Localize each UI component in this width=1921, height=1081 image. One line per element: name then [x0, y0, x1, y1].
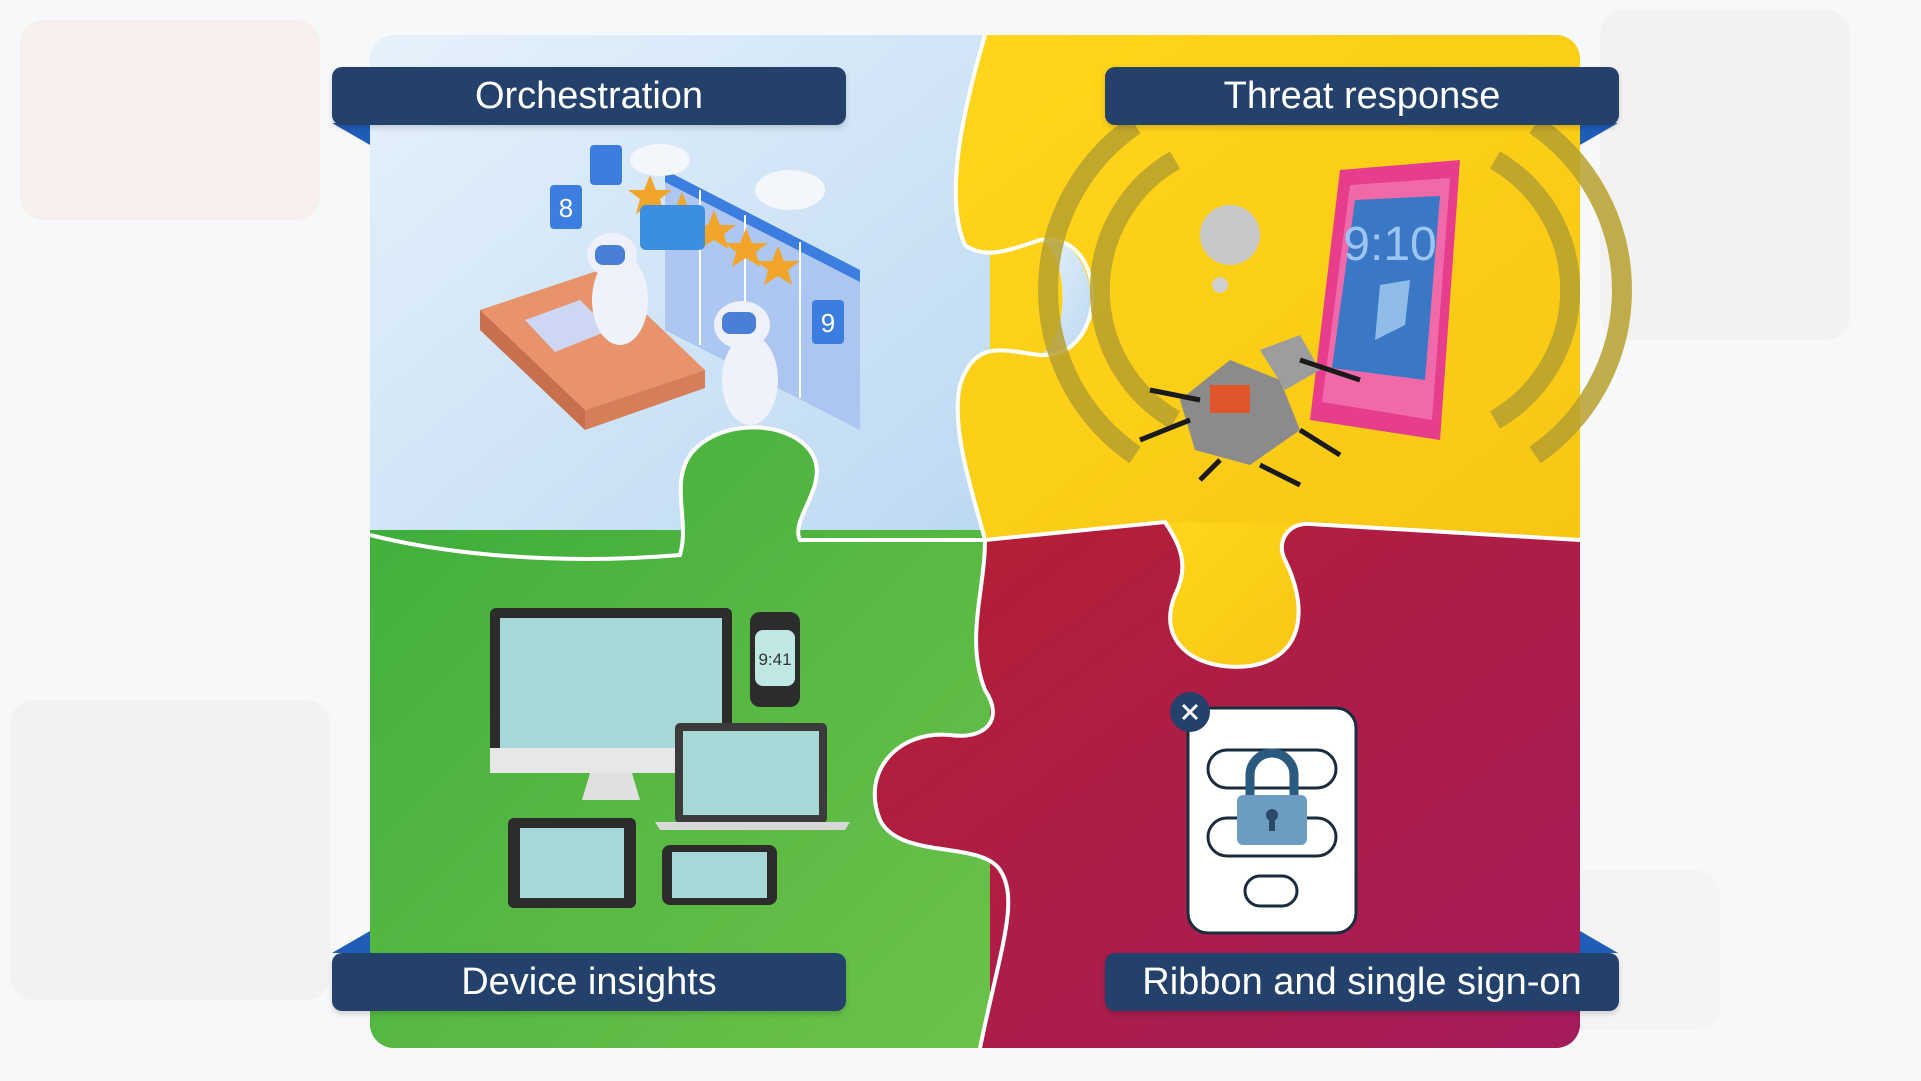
ribbon-sso-label: Ribbon and single sign-on: [1105, 953, 1619, 1011]
bug-attacking-phone-icon: 9:10: [1038, 116, 1632, 488]
phone-time: 9:10: [1343, 218, 1436, 271]
threat-response-label-text: Threat response: [1223, 74, 1501, 117]
background-shape: [20, 20, 320, 220]
watch-time: 9:41: [758, 650, 791, 669]
background-shape: [1600, 10, 1850, 340]
orchestration-knob-right: [1040, 239, 1091, 356]
device-insights-label: Device insights: [332, 953, 846, 1011]
multiple-devices-icon: 9:41: [490, 608, 850, 908]
robots-dashboard-icon: 8 9: [480, 144, 860, 430]
badge-left: 8: [559, 193, 573, 223]
device-insights-label-text: Device insights: [461, 960, 717, 1003]
locked-login-card-icon: [1170, 692, 1358, 935]
orchestration-label: Orchestration: [332, 67, 846, 125]
ribbon-sso-label-text: Ribbon and single sign-on: [1142, 960, 1582, 1003]
badge-right: 9: [821, 308, 835, 338]
threat-knob-bottom: [1165, 522, 1310, 667]
background-shape: [10, 700, 330, 1000]
threat-response-label: Threat response: [1105, 67, 1619, 125]
orchestration-label-text: Orchestration: [474, 74, 704, 117]
